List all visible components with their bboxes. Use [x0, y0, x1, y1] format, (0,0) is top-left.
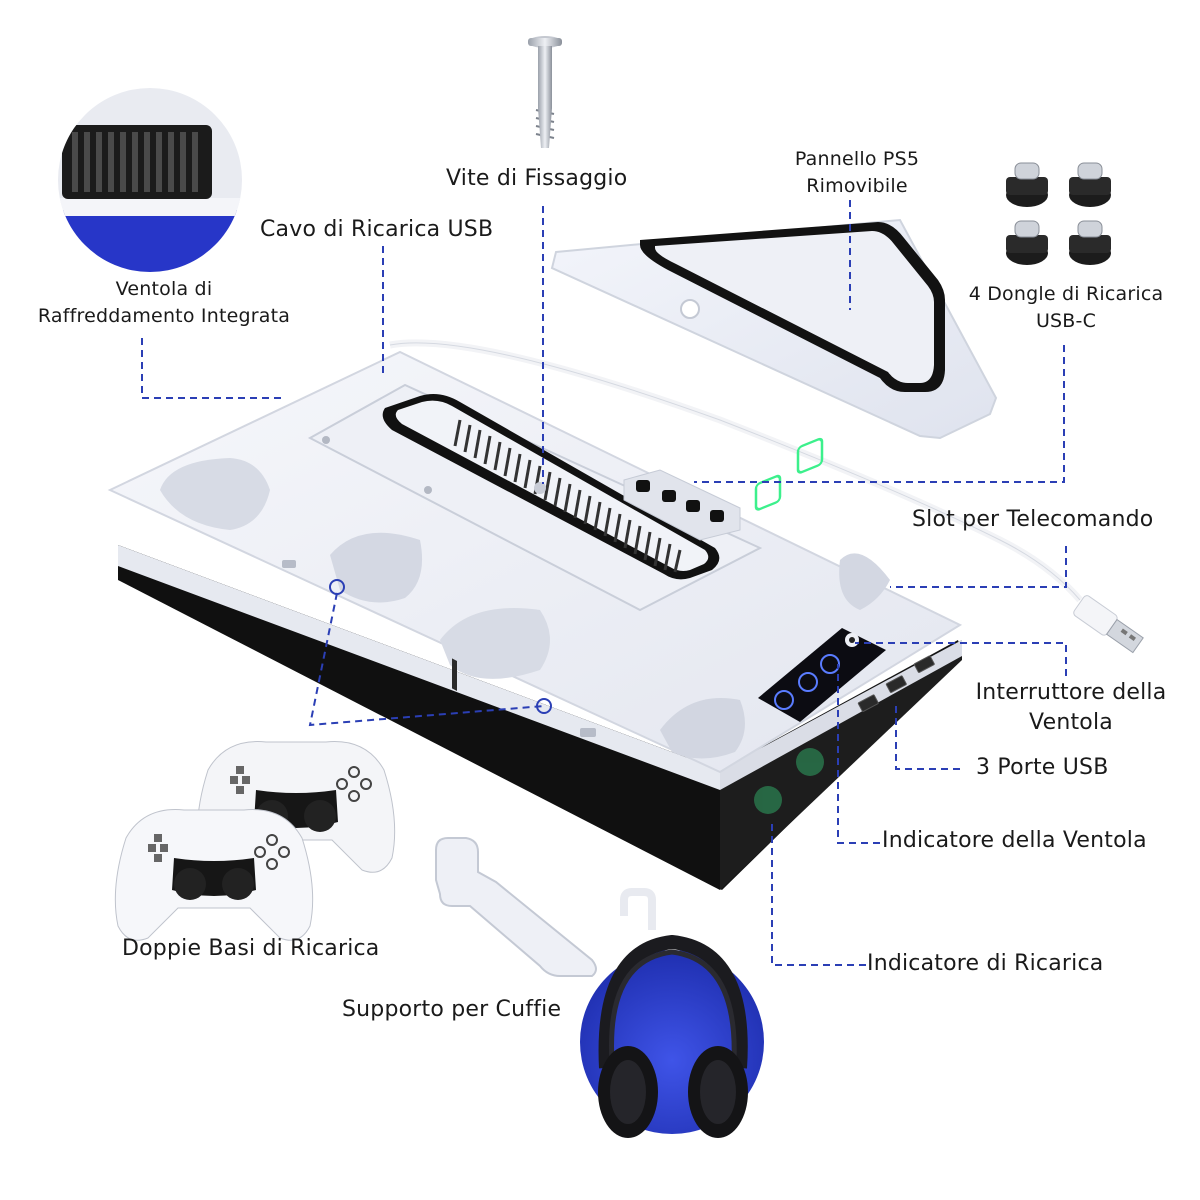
headset-hook-icon — [435, 837, 597, 977]
label-cooling-fan-line2: Raffreddamento Integrata — [37, 305, 291, 327]
label-dual-bases: Doppie Basi di Ricarica — [122, 936, 380, 961]
headset-icon — [580, 888, 764, 1138]
removable-panel-illustration — [550, 218, 998, 440]
label-fan-indicator: Indicatore della Ventola — [882, 828, 1147, 853]
label-usb-cable: Cavo di Ricarica USB — [260, 217, 494, 242]
label-usb-ports: 3 Porte USB — [976, 755, 1109, 780]
label-fan-switch: Interruttore della Ventola — [960, 678, 1182, 738]
leader-lines — [141, 200, 1067, 966]
label-usb-c-dongles: 4 Dongle di Ricarica USB-C — [952, 281, 1180, 335]
label-fixing-screw: Vite di Fissaggio — [446, 166, 628, 191]
label-cooling-fan-line1: Ventola di — [115, 278, 213, 300]
label-removable-panel-line1: Pannello PS5 — [794, 148, 920, 170]
power-icon — [845, 633, 859, 647]
controller-icon — [114, 741, 396, 941]
fan-speed-icon — [774, 654, 840, 710]
fan-vent-closeup-icon — [58, 88, 242, 272]
label-headphone-holder: Supporto per Cuffie — [342, 997, 562, 1022]
label-usb-c-dongles-line1: 4 Dongle di Ricarica — [968, 283, 1164, 305]
screw-icon — [528, 36, 562, 148]
label-fan-switch-line2: Ventola — [1029, 710, 1113, 735]
usb-plug-icon — [1073, 595, 1144, 654]
label-removable-panel: Pannello PS5 Rimovibile — [752, 146, 962, 200]
label-remote-slot: Slot per Telecomando — [912, 507, 1154, 532]
usb-cable-illustration — [389, 339, 1144, 654]
label-charge-indicator: Indicatore di Ricarica — [867, 951, 1104, 976]
label-fan-switch-line1: Interruttore della — [975, 680, 1167, 705]
label-removable-panel-line2: Rimovibile — [806, 175, 908, 197]
usb-c-dongle-icon — [1006, 162, 1111, 265]
label-cooling-fan: Ventola di Raffreddamento Integrata — [18, 276, 310, 330]
label-usb-c-dongles-line2: USB-C — [1035, 310, 1097, 332]
